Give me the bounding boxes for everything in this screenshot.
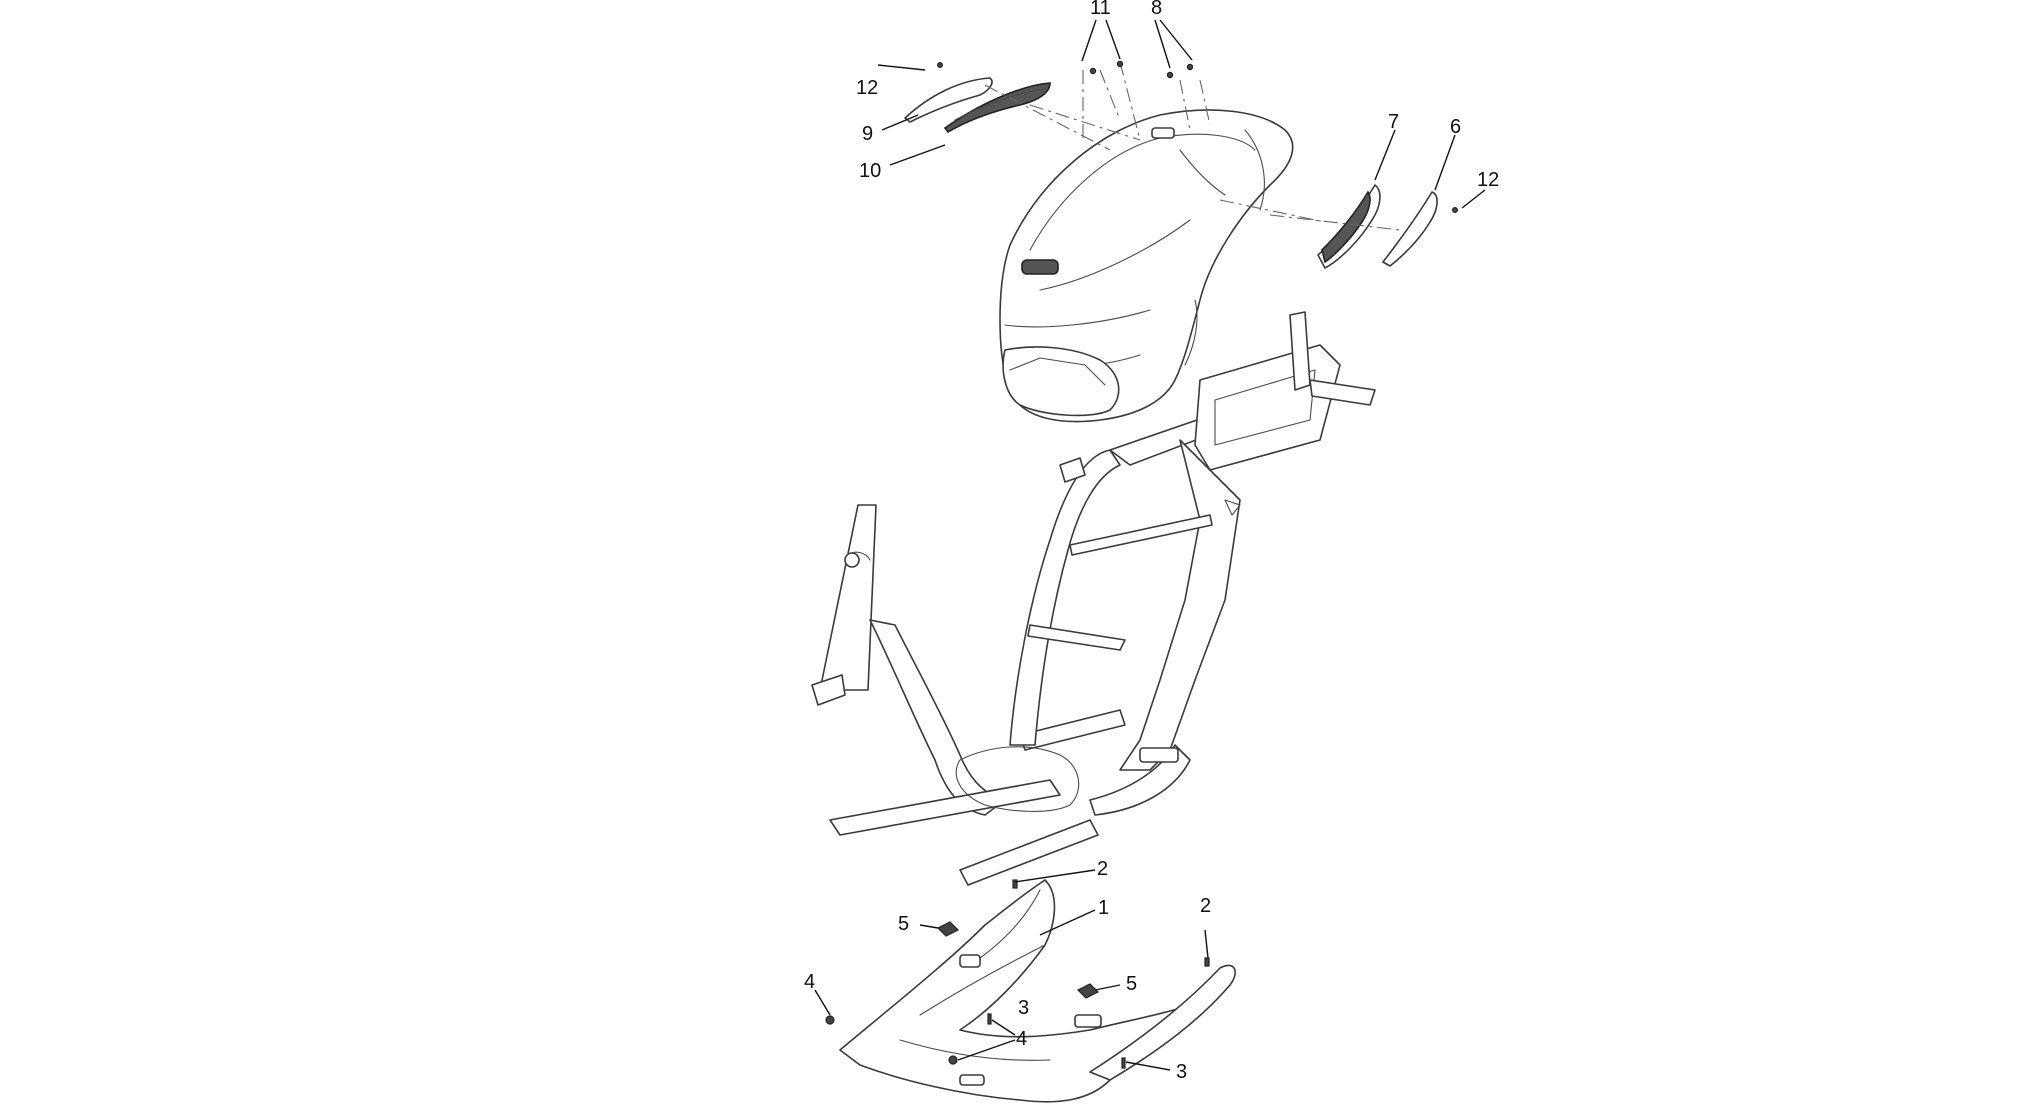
callout-4-left: 4 bbox=[804, 971, 815, 993]
left-trim-pieces bbox=[904, 77, 1051, 134]
callout-8: 8 bbox=[1151, 0, 1162, 19]
callout-7: 7 bbox=[1388, 111, 1399, 133]
callout-2-right: 2 bbox=[1200, 895, 1211, 917]
callout-11: 11 bbox=[1090, 0, 1111, 19]
callout-3-bottom: 3 bbox=[1176, 1061, 1187, 1083]
callout-1: 1 bbox=[1098, 897, 1109, 919]
callout-6: 6 bbox=[1450, 116, 1461, 138]
footrest-panel bbox=[839, 879, 1236, 1103]
leader-lines bbox=[814, 19, 1486, 1071]
callout-3-middle: 3 bbox=[1018, 997, 1029, 1019]
callout-12-right: 12 bbox=[1477, 169, 1499, 191]
callout-9: 9 bbox=[862, 123, 873, 145]
right-trim-pieces bbox=[1317, 184, 1438, 269]
callout-10: 10 bbox=[859, 160, 881, 182]
callout-5-left: 5 bbox=[898, 913, 909, 935]
callout-2-top: 2 bbox=[1097, 858, 1108, 880]
front-leg-shield bbox=[999, 109, 1294, 423]
hardware-items bbox=[825, 60, 1458, 1069]
callout-5-right: 5 bbox=[1126, 973, 1137, 995]
callout-4-middle: 4 bbox=[1016, 1028, 1027, 1050]
callout-labels: 12 9 10 11 8 7 6 12 2 1 5 2 5 4 3 4 3 bbox=[804, 0, 1499, 1083]
assembly-guide-lines bbox=[984, 61, 1401, 231]
scooter-frame bbox=[811, 311, 1376, 886]
callout-12-top-left: 12 bbox=[856, 77, 878, 99]
